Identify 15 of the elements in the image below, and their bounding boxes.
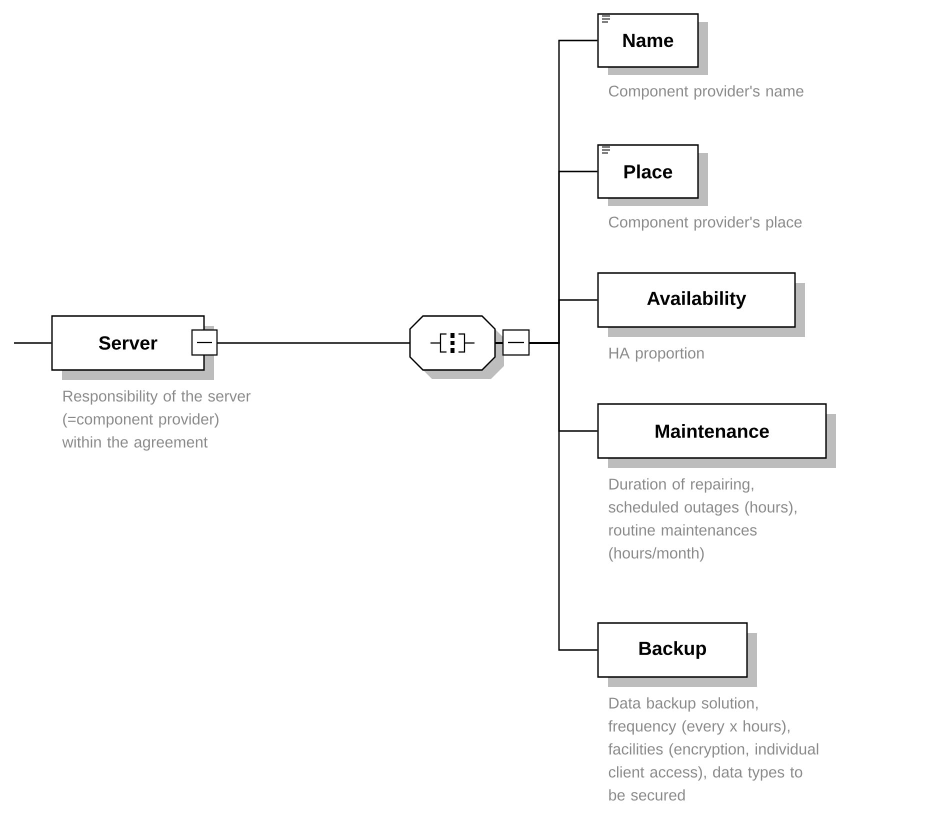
description-text: HA proportion bbox=[609, 347, 704, 362]
sequence-compositor bbox=[409, 315, 504, 379]
element-box: Server bbox=[51, 315, 214, 380]
connector-line bbox=[14, 342, 52, 344]
element-box: Backup bbox=[597, 622, 757, 687]
element-box: Availability bbox=[597, 272, 805, 337]
element-box: Name bbox=[597, 13, 708, 75]
description-text: Component provider's place bbox=[609, 216, 802, 231]
description-text: Responsibility of the server (=component provider) within the agreement bbox=[62, 390, 251, 451]
description-text: Component provider's name bbox=[609, 85, 804, 100]
description-text: Duration of repairing, scheduled outages (hours), routine maintenances (hours/month) bbox=[608, 478, 796, 562]
element-box: Place bbox=[597, 144, 708, 206]
description-text: Data backup solution, frequency (every x hours), facilities (encryption, individual client access), data types to be secured bbox=[608, 697, 818, 801]
connector-line bbox=[495, 342, 598, 651]
element-box: Maintenance bbox=[597, 403, 836, 468]
